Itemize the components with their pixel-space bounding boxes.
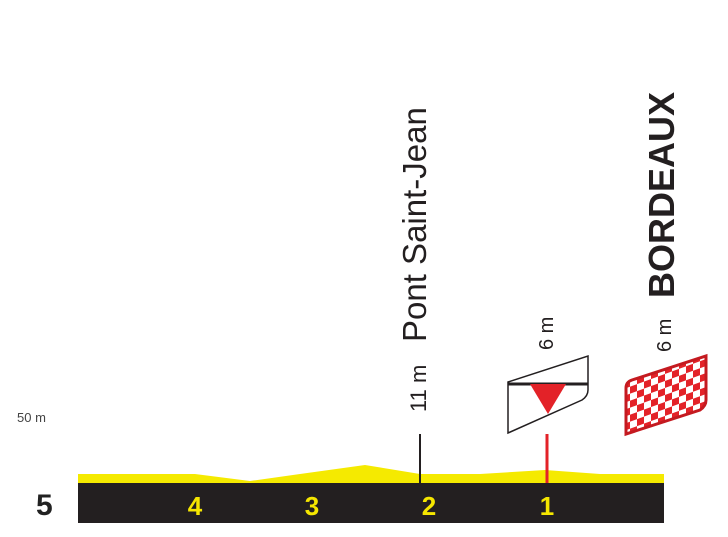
km-marker-2: 2 (421, 491, 437, 521)
distance-bar (78, 483, 664, 523)
altitude-scale-label: 50 m (17, 410, 46, 425)
finish-altitude: 6 m (654, 318, 676, 352)
km-marker-4: 4 (187, 491, 203, 521)
pont-saint-jean-label: Pont Saint-Jean (396, 107, 433, 342)
km-marker-3: 3 (304, 491, 320, 521)
terrain-area (78, 465, 664, 485)
flamme-rouge-altitude: 6 m (536, 316, 558, 350)
finish-flag-icon (624, 353, 708, 437)
pont-saint-jean-altitude: 11 m (406, 364, 431, 412)
flamme-rouge-icon (507, 354, 589, 435)
finish-label: BORDEAUX (641, 91, 682, 298)
km-marker-5: 5 (36, 489, 53, 522)
km-marker-1: 1 (539, 491, 555, 521)
